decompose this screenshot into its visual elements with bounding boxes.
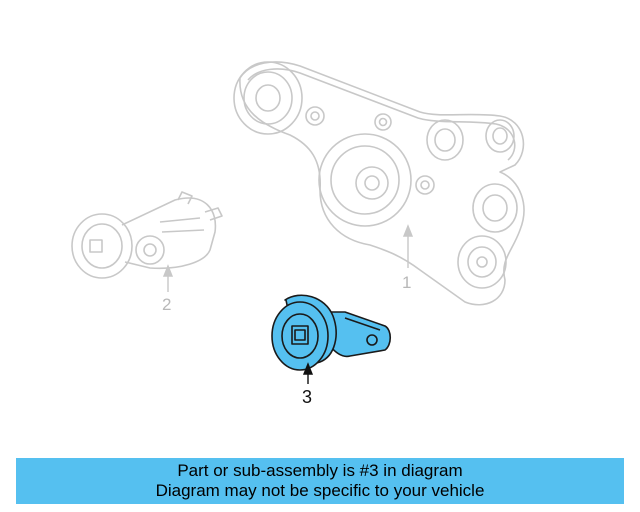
banner-line-1: Part or sub-assembly is #3 in diagram: [177, 461, 463, 480]
banner-line-2: Diagram may not be specific to your vehi…: [155, 481, 485, 500]
callout-number-3: 3: [302, 387, 313, 407]
belt-assembly-drawing: [233, 61, 525, 306]
info-banner: Part or sub-assembly is #3 in diagram Di…: [16, 458, 624, 504]
tensioner-drawing: [71, 191, 223, 279]
callout-number-1: 1: [402, 273, 412, 292]
callout-leader-2: [162, 264, 174, 292]
callout-leader-1: [402, 224, 414, 268]
tensioner-pulley-drawing: [271, 294, 392, 371]
callout-number-2: 2: [162, 295, 172, 314]
callout-leader-3: [302, 362, 314, 384]
parts-diagram: [71, 61, 525, 384]
